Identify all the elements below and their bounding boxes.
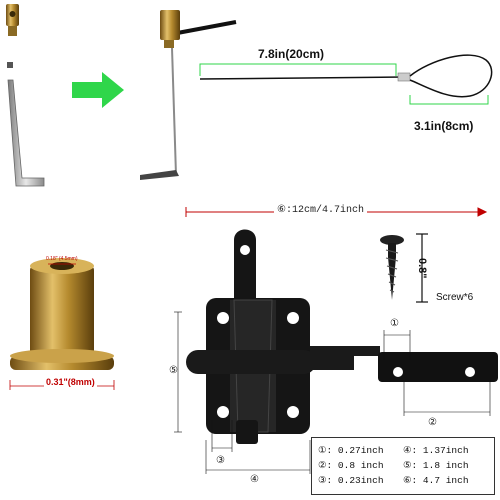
marker-1: ① xyxy=(390,318,399,329)
spec-cell: ⑥: 4.7 inch xyxy=(403,475,469,486)
cable-length-label: 7.8in(20cm) xyxy=(258,47,325,61)
marker-3: ③ xyxy=(216,455,225,466)
screw-length-label: 0.8" xyxy=(416,258,428,279)
wire-cable xyxy=(199,54,493,98)
spec-row: ②: 0.8 inch ⑤: 1.8 inch xyxy=(318,458,488,473)
brass-bushing xyxy=(10,258,114,370)
marker-5: ⑤ xyxy=(169,365,178,376)
spec-cell: ⑤: 1.8 inch xyxy=(403,460,469,471)
spec-cell: ③: 0.23inch xyxy=(318,475,384,486)
hex-key xyxy=(7,62,45,187)
spec-cell: ②: 0.8 inch xyxy=(318,460,384,471)
bushing-outer-label: 0.31"(8mm) xyxy=(44,377,97,387)
arrow-right-icon xyxy=(72,72,124,108)
spec-table: ①: 0.27inch ④: 1.37inch ②: 0.8 inch ⑤: 1… xyxy=(311,437,495,495)
screw-qty-label: Screw*6 xyxy=(436,292,474,303)
loop-length-label: 3.1in(8cm) xyxy=(414,119,474,133)
gate-latch xyxy=(186,229,498,444)
spec-cell: ①: 0.27inch xyxy=(318,445,384,456)
assembled-rod xyxy=(140,10,237,180)
cable-dimension xyxy=(199,63,489,105)
marker-4: ④ xyxy=(250,474,259,485)
latch-dimensions xyxy=(174,311,491,474)
overall-length-label: ⑥:12cm/4.7inch xyxy=(274,204,367,216)
screw-dimension xyxy=(416,233,428,303)
spec-row: ①: 0.27inch ④: 1.37inch xyxy=(318,443,488,458)
wood-screw xyxy=(380,235,404,300)
bushing-inner-label: 0.18" (4.5mm) xyxy=(46,256,78,262)
spec-row: ③: 0.23inch ⑥: 4.7 inch xyxy=(318,473,488,488)
brass-set-screw xyxy=(6,4,19,36)
marker-2: ② xyxy=(428,417,437,428)
spec-cell: ④: 1.37inch xyxy=(403,445,469,456)
